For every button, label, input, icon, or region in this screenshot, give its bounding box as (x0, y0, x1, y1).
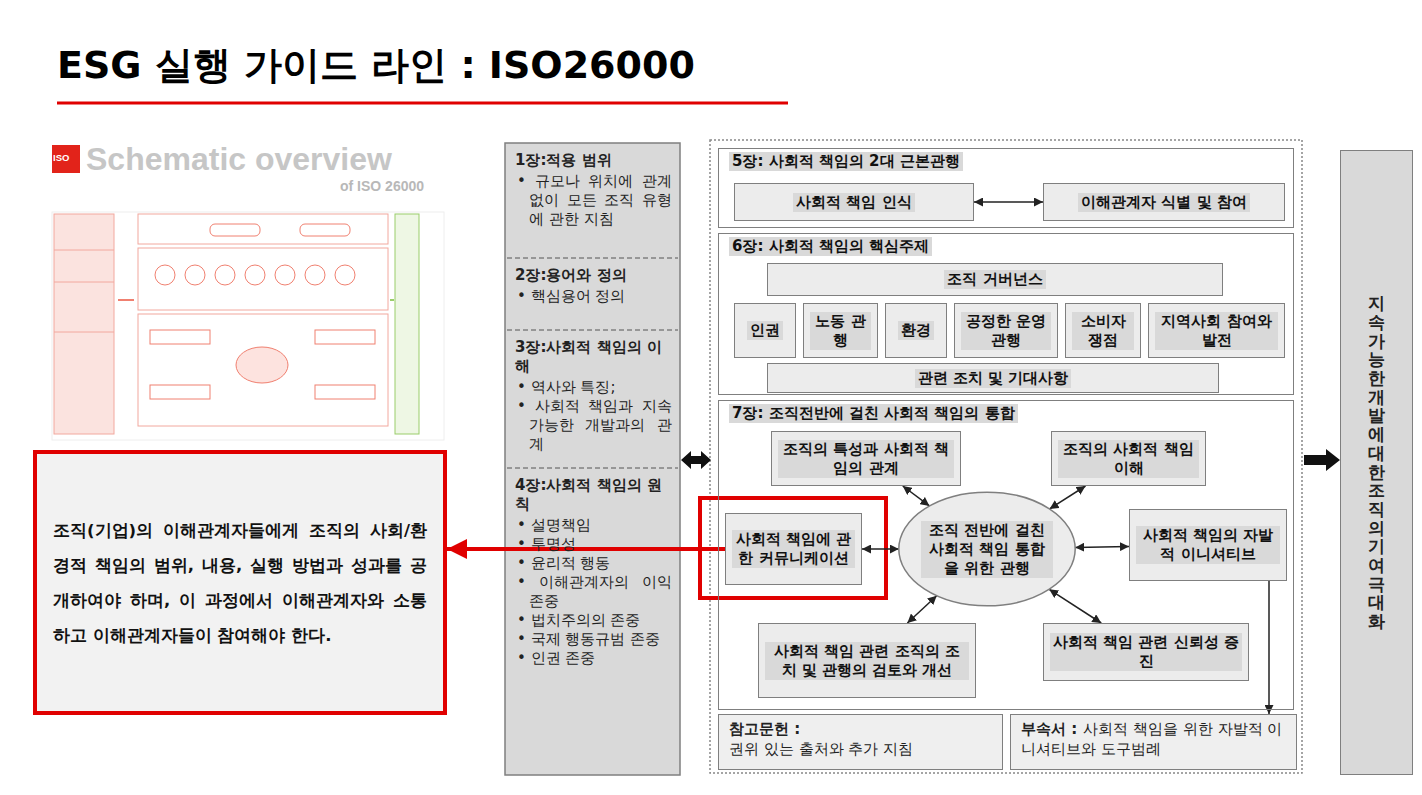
chapter-panel (505, 143, 680, 775)
topic-box: 소비자 쟁점 (1065, 303, 1141, 358)
node-heading: 인권 (747, 321, 783, 340)
node-body: • 투명성 (515, 535, 672, 554)
node-heading: 4장:사회적 책임의 원칙 (515, 476, 672, 514)
dotted-frame (710, 140, 1302, 773)
thumbnail-frame (52, 212, 444, 440)
thumbnail-caption: Schematic overview (86, 141, 392, 178)
connector-arrow (974, 201, 1043, 203)
reference-box: 부속서 :사회적 책임을 위한 자발적 이니셔티브와 도구범례 (1010, 714, 1297, 770)
highlight-frame (700, 498, 886, 598)
node-body: • 규모나 위치에 관계 없이 모든 조직 유형에 관한 지침 (515, 172, 672, 229)
page-title: ESG 실행 가이드 라인 : ISO26000 (57, 40, 695, 91)
node-heading: 조직의 사회적 책임 이해 (1058, 440, 1199, 478)
chapter-section: 1장:적용 범위 • 규모나 위치에 관계 없이 모든 조직 유형에 관한 지침 (505, 143, 680, 258)
topic-box: 조직 거버넌스 (767, 263, 1223, 296)
overview-thumbnail (52, 145, 444, 440)
chapter-box: 5장: 사회적 책임의 2대 근본관행사회적 책임 인식 이해관계자 식별 및 참… (718, 148, 1294, 228)
node-body: • 인권 존중 (515, 649, 672, 668)
node-heading: 조직의 특성과 사회적 책임의 관계 (778, 440, 954, 478)
node-heading: 6장: 사회적 책임의 핵심주제 (729, 237, 932, 256)
connector-arrow (907, 596, 936, 623)
chapter-box: 6장: 사회적 책임의 핵심주제조직 거버넌스인권 노동 관행 환경 공정한 운영관행… (718, 233, 1294, 395)
chapter-section: 3장:사회적 책임의 이해 • 역사와 특징;• 사회적 책임과 지속 가능한 개… (505, 330, 680, 468)
topic-box: 인권 (734, 303, 796, 358)
node-heading: 공정한 운영관행 (961, 312, 1051, 350)
node-heading: 1장:적용 범위 (515, 151, 672, 170)
iso-logo (52, 145, 80, 173)
node-heading: 2장:용어와 정의 (515, 266, 672, 285)
section-divider (507, 330, 678, 331)
connector-arrow (903, 486, 930, 506)
block-arrow (1304, 449, 1340, 471)
section-divider (507, 468, 678, 469)
chapter-section: 2장:용어와 정의 • 핵심용어 정의 (505, 258, 680, 330)
practice-ellipse: 조직 전반에 걸친 사회적 책임 통합을 위한 관행 (897, 491, 1077, 607)
topic-box: 사회적 책임의 자발적 이니셔티브 (1129, 509, 1287, 581)
double-arrow (681, 451, 711, 469)
thumbnail-box (138, 214, 388, 244)
node-body: • 핵심용어 정의 (515, 287, 672, 306)
callout-box: 조직(기업)의 이해관계자들에게 조직의 사회/환경적 책임의 범위, 내용, … (33, 450, 447, 715)
connector-arrow (1075, 546, 1129, 548)
connector-arrow (862, 548, 899, 550)
node-heading: 조직 전반에 걸친 사회적 책임 통합을 위한 관행 (921, 521, 1053, 578)
node-heading: 지속가능한 개발에 대한 조직의 기여 극대화 (1368, 294, 1385, 630)
node-heading: 조직 거버넌스 (944, 270, 1045, 289)
node-heading: 5장: 사회적 책임의 2대 근본관행 (729, 152, 963, 171)
topic-box: 사회적 책임 인식 (734, 183, 974, 221)
topic-box: 환경 (885, 303, 947, 358)
topic-box: 지역사회 참여와 발전 (1148, 303, 1285, 358)
node-heading: 사회적 책임 관련 신뢰성 증진 (1050, 633, 1242, 671)
topic-box: 공정한 운영관행 (954, 303, 1058, 358)
callout-arrow (447, 547, 725, 551)
node-heading: 7장: 조직전반에 걸친 사회적 책임의 통합 (729, 404, 1018, 423)
node-heading: 참고문헌 : (729, 719, 992, 739)
goal-column: 지속가능한 개발에 대한 조직의 기여 극대화 (1340, 150, 1413, 775)
node-body: 권위 있는 출처와 추가 지침 (729, 739, 992, 759)
node-body: • 법치주의의 존중 (515, 611, 672, 630)
node-heading: 3장:사회적 책임의 이해 (515, 338, 672, 376)
node-heading: 환경 (898, 321, 934, 340)
node-body: • 이해관계자의 이익 존중 (515, 573, 672, 611)
node-heading: 지역사회 참여와 발전 (1155, 312, 1278, 350)
node-body: • 역사와 특징; (515, 378, 672, 397)
node-heading: 조직(기업)의 이해관계자들에게 조직의 사회/환경적 책임의 범위, 내용, … (53, 513, 427, 653)
thumbnail-caption: of ISO 26000 (340, 178, 424, 194)
topic-box: 사회적 책임 관련 조직의 조치 및 관행의 검토와 개선 (758, 623, 976, 698)
node-heading: 사회적 책임에 관한 커뮤니케이션 (732, 530, 855, 568)
reference-box: 참고문헌 :권위 있는 출처와 추가 지침 (718, 714, 1003, 770)
topic-box: 조직의 사회적 책임 이해 (1051, 431, 1206, 486)
thumbnail-box (138, 248, 388, 310)
topic-box: 사회적 책임에 관한 커뮤니케이션 (725, 513, 862, 585)
thumbnail-box (138, 314, 388, 426)
node-body: • 설명책임 (515, 516, 672, 535)
node-heading: 사회적 책임 관련 조직의 조치 및 관행의 검토와 개선 (765, 642, 969, 680)
node-body: • 국제 행동규범 존중 (515, 630, 672, 649)
connector-arrow (1268, 581, 1270, 714)
node-body: • 윤리적 행동 (515, 554, 672, 573)
node-heading: 이해관계자 식별 및 참여 (1078, 193, 1250, 212)
topic-box: 조직의 특성과 사회적 책임의 관계 (771, 431, 961, 486)
connector-arrow (1050, 486, 1086, 509)
logo-text: ISO (53, 152, 69, 163)
thumbnail-column (54, 214, 114, 434)
chapter-section: 4장:사회적 책임의 원칙 • 설명책임• 투명성• 윤리적 행동• 이해관계자의… (505, 468, 680, 775)
topic-box: 이해관계자 식별 및 참여 (1043, 183, 1285, 221)
node-heading: 사회적 책임 인식 (793, 193, 914, 212)
topic-box: 관련 조치 및 기대사항 (767, 363, 1219, 393)
node-heading: 부속서 : (1021, 720, 1077, 738)
node-heading: 사회적 책임의 자발적 이니셔티브 (1136, 526, 1280, 564)
thumbnail-bar (395, 214, 419, 434)
section-divider (507, 258, 678, 259)
node-body: • 사회적 책임과 지속 가능한 개발과의 관계 (515, 397, 672, 454)
topic-box: 사회적 책임 관련 신뢰성 증진 (1043, 623, 1249, 681)
topic-box: 노동 관행 (803, 303, 878, 358)
node-heading: 관련 조치 및 기대사항 (915, 369, 1072, 388)
chapter-box: 7장: 조직전반에 걸친 사회적 책임의 통합조직의 특성과 사회적 책임의 관… (718, 400, 1294, 710)
title-underline (57, 102, 788, 105)
node-heading: 노동 관행 (810, 312, 871, 350)
node-heading: 소비자 쟁점 (1072, 312, 1134, 350)
connector-arrow (1049, 589, 1101, 623)
